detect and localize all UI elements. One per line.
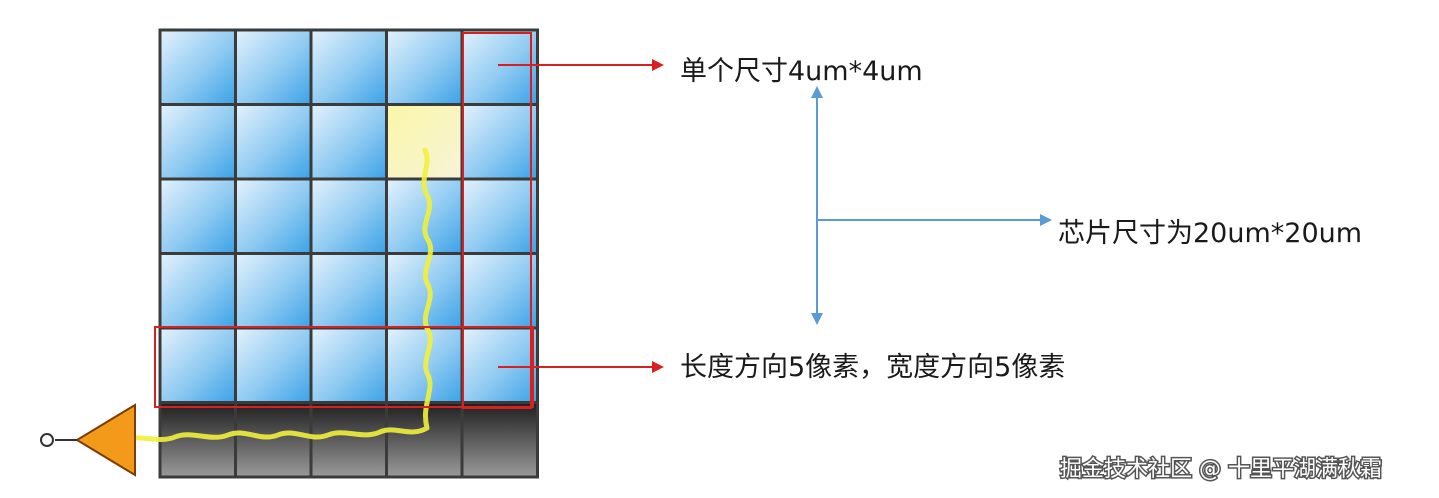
pixel-cell xyxy=(158,177,237,255)
pixel-cell xyxy=(309,252,388,330)
pixel-cell xyxy=(385,28,464,106)
pixel-size-label: 单个尺寸4um*4um xyxy=(680,56,923,87)
readout-cell xyxy=(309,401,388,479)
readout-cell xyxy=(234,401,313,479)
charge-transfer-path xyxy=(125,147,434,442)
grid-border xyxy=(158,28,539,479)
pixel-count-label: 长度方向5像素，宽度方向5像素 xyxy=(680,352,1065,383)
pixel-array xyxy=(158,28,539,479)
chip-size-label: 芯片尺寸为20um*20um xyxy=(1058,218,1362,249)
pixel-cell xyxy=(309,103,388,181)
pixel-cell xyxy=(234,28,313,106)
pixel-cell xyxy=(460,177,539,255)
pixel-cell xyxy=(158,28,237,106)
pixel-cell xyxy=(158,326,237,404)
pixel-cell xyxy=(460,252,539,330)
pixel-cell xyxy=(460,326,539,404)
pixel-cell xyxy=(234,326,313,404)
pixel-cell xyxy=(234,103,313,181)
pixel-cell xyxy=(234,177,313,255)
pixel-cell xyxy=(309,177,388,255)
pixel-cell xyxy=(234,252,313,330)
pixel-cell xyxy=(309,28,388,106)
pixel-cell xyxy=(309,326,388,404)
pixel-cell xyxy=(158,103,237,181)
pixel-cell xyxy=(158,252,237,330)
output-amplifier-icon xyxy=(40,403,136,477)
readout-cell xyxy=(460,401,539,479)
pixel-cell xyxy=(460,28,539,106)
pixel-cell xyxy=(460,103,539,181)
watermark: 掘金技术社区 @ 十里平湖满秋霜 xyxy=(1060,457,1382,482)
